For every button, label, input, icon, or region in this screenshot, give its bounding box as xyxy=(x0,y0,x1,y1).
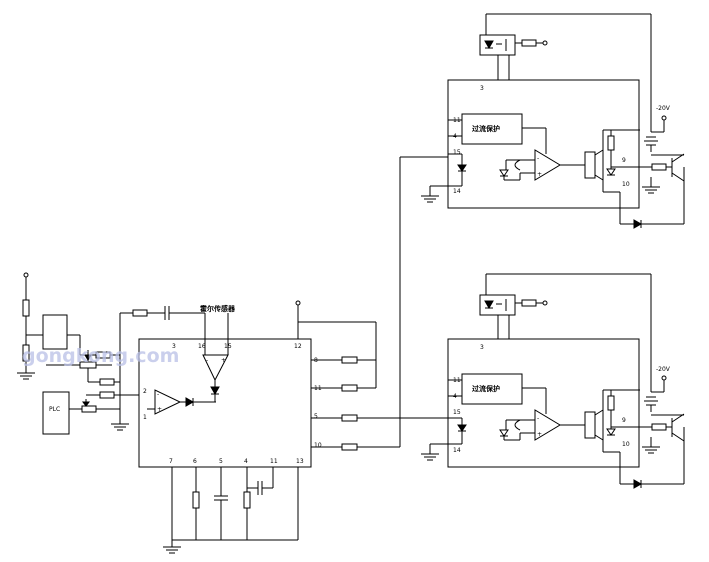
resistor xyxy=(341,443,358,451)
driver-pin-right: 10 xyxy=(622,181,630,188)
resistor xyxy=(243,491,251,509)
resistor xyxy=(22,299,30,317)
op-amp xyxy=(154,389,182,415)
driver-pin-left: 14 xyxy=(453,188,461,195)
resistor xyxy=(341,414,358,422)
optocoupler xyxy=(479,34,516,56)
driver-module-bottom: 3 11 4 15 14 9 10 过流保护 - + xyxy=(421,273,685,489)
svg-text:+: + xyxy=(537,171,542,178)
svg-text:-: - xyxy=(537,155,539,162)
hall-sensor-label: 霍尔传感器 xyxy=(200,304,236,313)
driver-module-top: 3 11 4 15 14 9 10 过流保护 - + xyxy=(421,13,685,229)
resistor xyxy=(521,39,537,47)
main-pin-top: 16 xyxy=(198,343,206,350)
main-pin-bottom: 5 xyxy=(219,458,223,465)
plc-label: PLC xyxy=(49,406,60,413)
transistor xyxy=(584,411,596,439)
resistor xyxy=(607,395,615,411)
component-box xyxy=(42,314,68,350)
driver-pin-left: 15 xyxy=(453,409,461,416)
driver-op-amp xyxy=(534,149,561,181)
supply-label: -20V xyxy=(656,105,671,112)
main-pin-left: 1 xyxy=(143,414,147,421)
plc-box xyxy=(42,391,70,435)
main-pin-bottom: 6 xyxy=(193,458,197,465)
diode xyxy=(185,397,195,407)
svg-text:+: + xyxy=(157,406,162,413)
svg-text:-: - xyxy=(206,357,208,364)
watermark: gongkong.com xyxy=(22,345,179,367)
resistor xyxy=(341,384,358,392)
driver-pin-top: 3 xyxy=(480,85,484,92)
driver-pin-left: 15 xyxy=(453,149,461,156)
protect-label: 过流保护 xyxy=(472,124,500,133)
svg-text:+: + xyxy=(221,357,226,364)
svg-text:-: - xyxy=(157,391,159,398)
resistor xyxy=(607,135,615,151)
main-pin-left: 2 xyxy=(143,388,147,395)
resistor xyxy=(132,309,148,317)
transistor xyxy=(584,151,596,179)
resistor xyxy=(521,299,537,307)
main-pin-bottom: 11 xyxy=(270,458,278,465)
resistor xyxy=(651,163,667,171)
driver-pin-right: 10 xyxy=(622,441,630,448)
svg-text:-: - xyxy=(537,415,539,422)
overcurrent-protection-block xyxy=(461,373,523,405)
resistor xyxy=(99,378,115,386)
resistor xyxy=(651,423,667,431)
left-input-network: PLC xyxy=(17,272,205,435)
optocoupler xyxy=(479,294,516,316)
main-pin-bottom: 4 xyxy=(244,458,248,465)
resistor xyxy=(341,356,358,364)
driver-pin-left: 14 xyxy=(453,447,461,454)
main-control-block: 3 16 15 12 8 11 5 10 2 1 7 6 5 4 11 13 -… xyxy=(138,156,448,554)
main-pin-top: 3 xyxy=(172,343,176,350)
driver-pin-top: 3 xyxy=(480,344,484,351)
main-pin-right: 5 xyxy=(314,413,318,420)
protect-label: 过流保护 xyxy=(472,384,500,393)
svg-text:+: + xyxy=(537,431,542,438)
supply-label: -20V xyxy=(656,366,671,373)
diode xyxy=(210,386,220,396)
resistor xyxy=(192,491,200,509)
main-pin-top: 12 xyxy=(294,343,302,350)
main-pin-bottom: 7 xyxy=(169,458,173,465)
driver-pin-right: 9 xyxy=(622,157,626,164)
driver-pin-right: 9 xyxy=(622,417,626,424)
overcurrent-protection-block xyxy=(461,113,523,145)
resistor xyxy=(81,405,97,413)
main-pin-right: 10 xyxy=(314,442,322,449)
resistor xyxy=(99,391,115,399)
hall-sensor-amp xyxy=(202,354,229,382)
driver-op-amp xyxy=(534,409,561,441)
main-pin-bottom: 13 xyxy=(296,458,304,465)
